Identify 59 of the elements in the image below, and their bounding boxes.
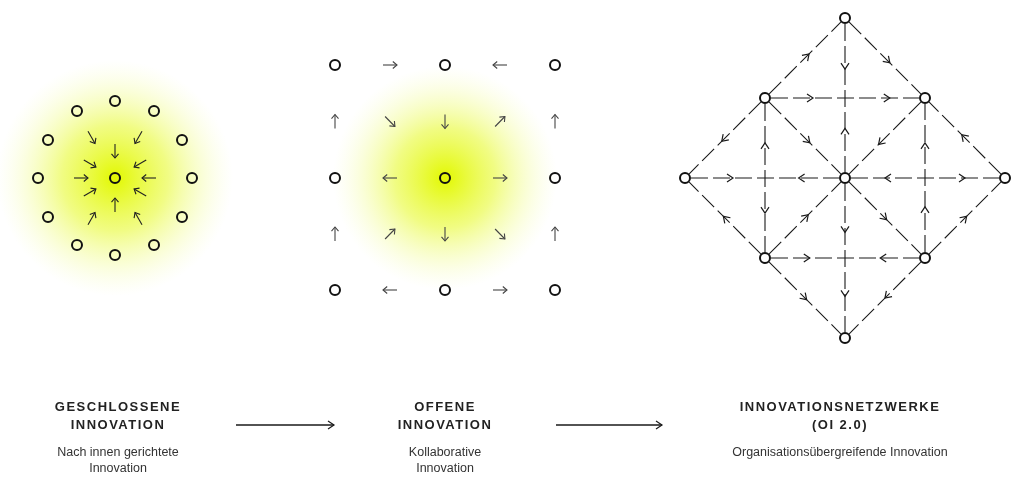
node-circle	[186, 172, 198, 184]
node-circle	[42, 210, 55, 223]
arrow	[770, 93, 920, 103]
node-circle	[109, 249, 121, 261]
node-circle	[839, 172, 851, 184]
column-title: GESCHLOSSENE INNOVATION	[53, 398, 183, 434]
node-circle	[147, 238, 160, 251]
column-subtitle: Nach innen gerichtete Innovation	[56, 444, 180, 476]
node-circle	[70, 238, 83, 251]
arrow	[760, 103, 770, 253]
column-title: INNOVATIONSNETZWERKE (OI 2.0)	[738, 398, 942, 434]
node-circle	[759, 92, 771, 104]
node-circle	[32, 172, 44, 184]
column-subtitle: Organisationsübergreifende Innovation	[731, 444, 949, 460]
node-circle	[147, 105, 160, 118]
column-subtitle: Kollaborative Innovation	[407, 444, 483, 476]
node-circle	[839, 332, 851, 344]
arrow	[235, 420, 335, 430]
node-circle	[919, 92, 931, 104]
arrow	[688, 101, 762, 175]
arrow	[768, 101, 842, 175]
node-circle	[42, 133, 55, 146]
arrow	[850, 173, 1000, 183]
arrow	[848, 261, 922, 335]
node-circle	[919, 252, 931, 264]
arrow	[928, 101, 1002, 175]
arrow	[848, 101, 922, 175]
node-circle	[679, 172, 691, 184]
node-circle	[175, 133, 188, 146]
arrow	[848, 181, 922, 255]
node-circle	[549, 172, 561, 184]
node-circle	[109, 95, 121, 107]
arrow	[688, 181, 762, 255]
arrow	[928, 181, 1002, 255]
node-circle	[439, 284, 451, 296]
node-circle	[70, 105, 83, 118]
node-circle	[109, 172, 121, 184]
arrow	[770, 253, 920, 263]
arrow	[848, 21, 922, 95]
arrow	[768, 261, 842, 335]
node-circle	[329, 172, 341, 184]
node-circle	[439, 172, 451, 184]
node-circle	[549, 59, 561, 71]
node-circle	[999, 172, 1011, 184]
node-circle	[839, 12, 851, 24]
node-circle	[329, 284, 341, 296]
node-circle	[759, 252, 771, 264]
node-circle	[329, 59, 341, 71]
column-title: OFFENE INNOVATION	[396, 398, 494, 434]
arrow	[690, 173, 840, 183]
arrow	[840, 183, 850, 333]
node-circle	[439, 59, 451, 71]
arrow	[768, 21, 842, 95]
node-circle	[549, 284, 561, 296]
arrow	[920, 103, 930, 253]
arrow	[768, 181, 842, 255]
arrow	[840, 23, 850, 173]
node-circle	[175, 210, 188, 223]
arrow	[555, 420, 663, 430]
